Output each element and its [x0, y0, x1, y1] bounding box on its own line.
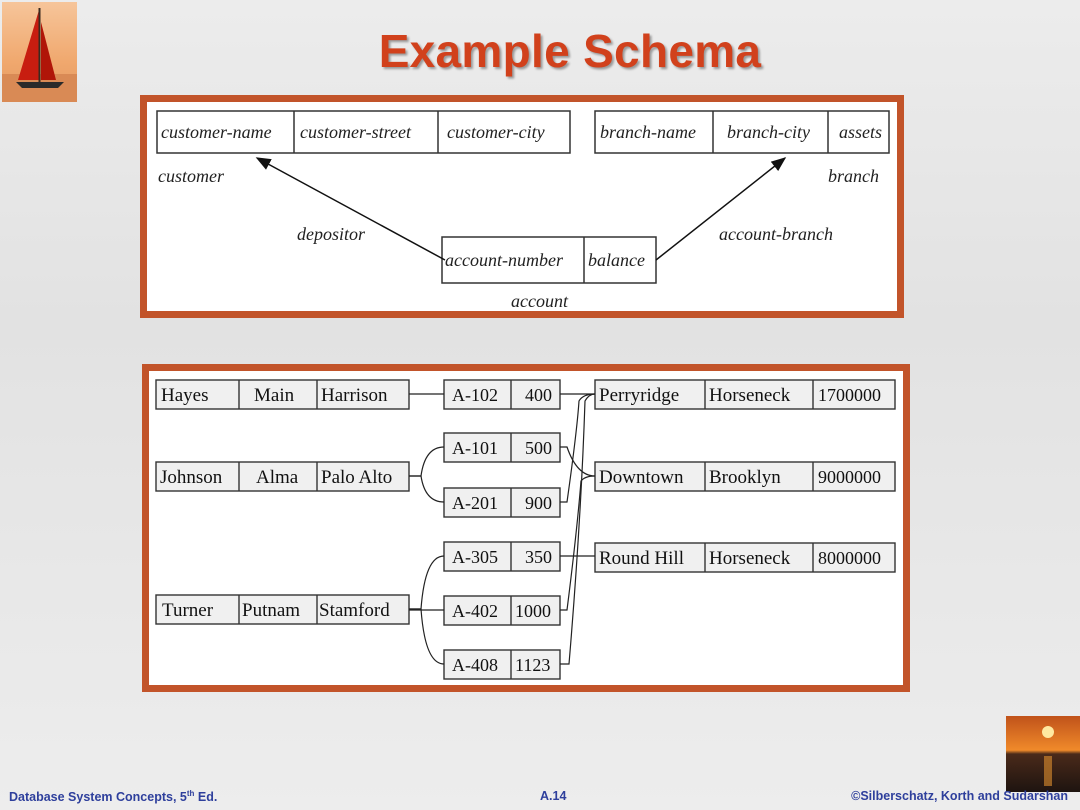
cell-johnson-name: Johnson — [160, 467, 223, 488]
cell-johnson-street: Alma — [256, 467, 299, 488]
depositor-label: depositor — [297, 224, 366, 244]
branch-row-perryridge — [594, 379, 896, 410]
branch-label: branch — [828, 166, 879, 186]
depositor-arrow — [255, 157, 446, 261]
cell-a101-balance: 500 — [525, 438, 552, 458]
cell-a408-balance: 1123 — [515, 655, 550, 675]
cell-a102-balance: 400 — [525, 385, 552, 405]
cell-a305-balance: 350 — [525, 547, 552, 567]
cell-roundhill-city: Horseneck — [709, 548, 791, 569]
cell-roundhill-assets: 8000000 — [818, 548, 881, 568]
cell-a402-number: A-402 — [452, 601, 498, 621]
account-label: account — [511, 291, 569, 309]
cell-turner-street: Putnam — [242, 600, 300, 621]
customer-attr-city: customer-city — [447, 122, 545, 142]
instance-diagram: Hayes Main Harrison Johnson Alma Palo Al… — [155, 379, 896, 680]
cell-perryridge-assets: 1700000 — [818, 385, 881, 405]
account-attr-balance: balance — [588, 250, 645, 270]
cell-downtown-assets: 9000000 — [818, 467, 881, 487]
cell-a305-number: A-305 — [452, 547, 498, 567]
schema-diagram-frame: customer-name customer-street customer-c… — [140, 95, 904, 318]
instance-connectors — [409, 393, 596, 665]
branch-row-downtown — [594, 461, 896, 492]
sailboat-logo-icon — [2, 2, 77, 102]
customer-table — [156, 110, 571, 154]
cell-perryridge-name: Perryridge — [599, 385, 679, 406]
cell-downtown-name: Downtown — [599, 467, 684, 488]
cell-turner-name: Turner — [162, 600, 214, 621]
cell-a402-balance: 1000 — [515, 601, 551, 621]
cell-hayes-street: Main — [254, 385, 295, 406]
customer-row-turner — [155, 594, 410, 625]
footer-copyright: ©Silberschatz, Korth and Sudarshan — [851, 789, 1068, 803]
cell-johnson-city: Palo Alto — [321, 467, 392, 488]
branch-table — [594, 110, 890, 154]
cell-a101-number: A-101 — [452, 438, 498, 458]
cell-perryridge-city: Horseneck — [709, 385, 791, 406]
branch-attr-city: branch-city — [727, 122, 810, 142]
account-branch-arrow — [655, 157, 787, 261]
cell-downtown-city: Brooklyn — [709, 467, 781, 488]
schema-diagram: customer-name customer-street customer-c… — [156, 110, 890, 311]
footer-book-title: Database System Concepts, 5th Ed. — [9, 789, 218, 805]
account-row-a201 — [443, 487, 561, 518]
branch-attr-name: branch-name — [600, 122, 696, 142]
customer-attr-street: customer-street — [300, 122, 412, 142]
account-branch-label: account-branch — [719, 224, 833, 244]
page-title: Example Schema — [378, 25, 762, 77]
cell-turner-city: Stamford — [319, 600, 390, 621]
cell-roundhill-name: Round Hill — [599, 548, 684, 569]
customer-row-johnson — [155, 461, 410, 492]
cell-a102-number: A-102 — [452, 385, 498, 405]
sunset-image-icon — [1006, 716, 1080, 792]
branch-attr-assets: assets — [839, 122, 882, 142]
instance-diagram-frame: Hayes Main Harrison Johnson Alma Palo Al… — [142, 364, 910, 692]
footer-page-number: A.14 — [540, 789, 567, 803]
cell-a201-balance: 900 — [525, 493, 552, 513]
account-attr-number: account-number — [445, 250, 564, 270]
cell-a408-number: A-408 — [452, 655, 498, 675]
customer-label: customer — [158, 166, 225, 186]
customer-attr-name: customer-name — [161, 122, 272, 142]
cell-hayes-name: Hayes — [161, 385, 208, 406]
branch-row-roundhill — [594, 542, 896, 573]
cell-a201-number: A-201 — [452, 493, 498, 513]
account-row-a408 — [443, 649, 561, 680]
cell-hayes-city: Harrison — [321, 385, 388, 406]
